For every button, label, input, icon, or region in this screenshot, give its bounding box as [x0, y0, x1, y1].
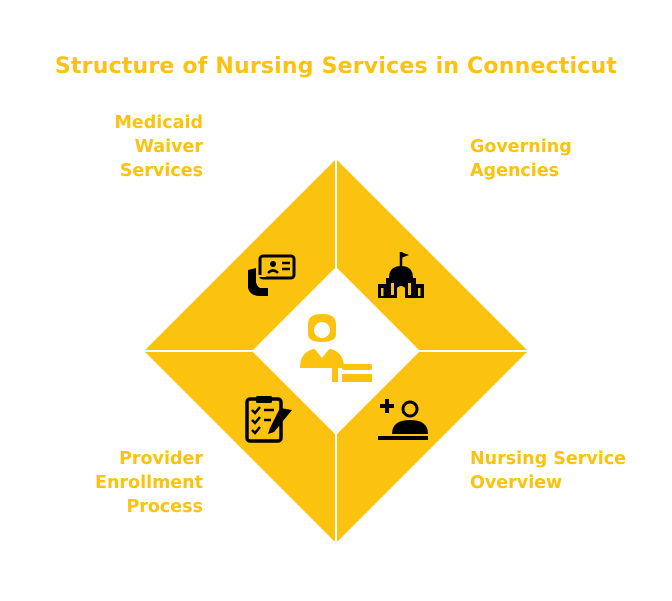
nurse-service-icon	[378, 399, 428, 440]
page-title: Structure of Nursing Services in Connect…	[54, 54, 618, 79]
label-nursing-service-overview: Nursing Service Overview	[470, 449, 626, 493]
hand-card-icon	[248, 254, 296, 296]
quadrant-top-left	[145, 160, 335, 350]
label-governing-agencies: Governing Agencies	[470, 137, 572, 181]
quadrant-top-right	[337, 160, 527, 350]
nurse-patient-icon	[300, 314, 372, 382]
label-medicaid-waiver-services: Medicaid Waiver Services	[114, 113, 203, 181]
government-building-icon	[378, 252, 424, 298]
clipboard-checklist-icon	[245, 396, 292, 443]
quadrant-bottom-left	[145, 352, 335, 542]
label-provider-enrollment-process: Provider Enrollment Process	[95, 449, 203, 517]
quadrant-bottom-right	[337, 352, 527, 542]
